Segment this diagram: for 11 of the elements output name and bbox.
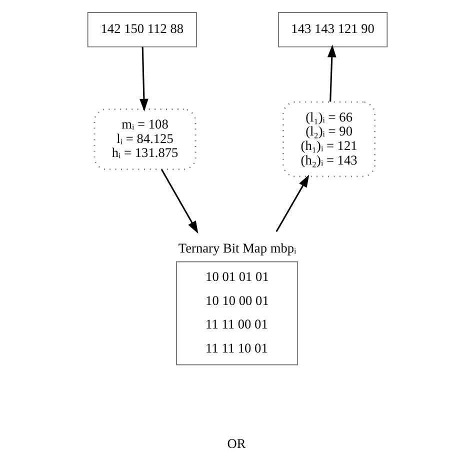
arrow: [160, 168, 198, 234]
label: OR: [226, 436, 246, 451]
arrow: [326, 44, 336, 102]
node-box: 142 150 112 88: [86, 12, 196, 48]
node-box: mᵢ = 108 lᵢ = 84.125 hᵢ = 131.875: [93, 108, 196, 170]
node-box: 10 01 01 01 10 10 00 01 11 11 00 01 11 11 10 01: [176, 261, 298, 366]
arrow: [275, 174, 309, 232]
node-label: Ternary Bit Map mbpᵢ: [178, 240, 296, 256]
node-box: (l₁)ᵢ = 66 (l₂)ᵢ = 90 (h₁)ᵢ = 121 (h₂)ᵢ = 143: [282, 101, 375, 178]
arrow: [139, 46, 148, 112]
node-box: 143 143 121 90: [278, 12, 388, 48]
